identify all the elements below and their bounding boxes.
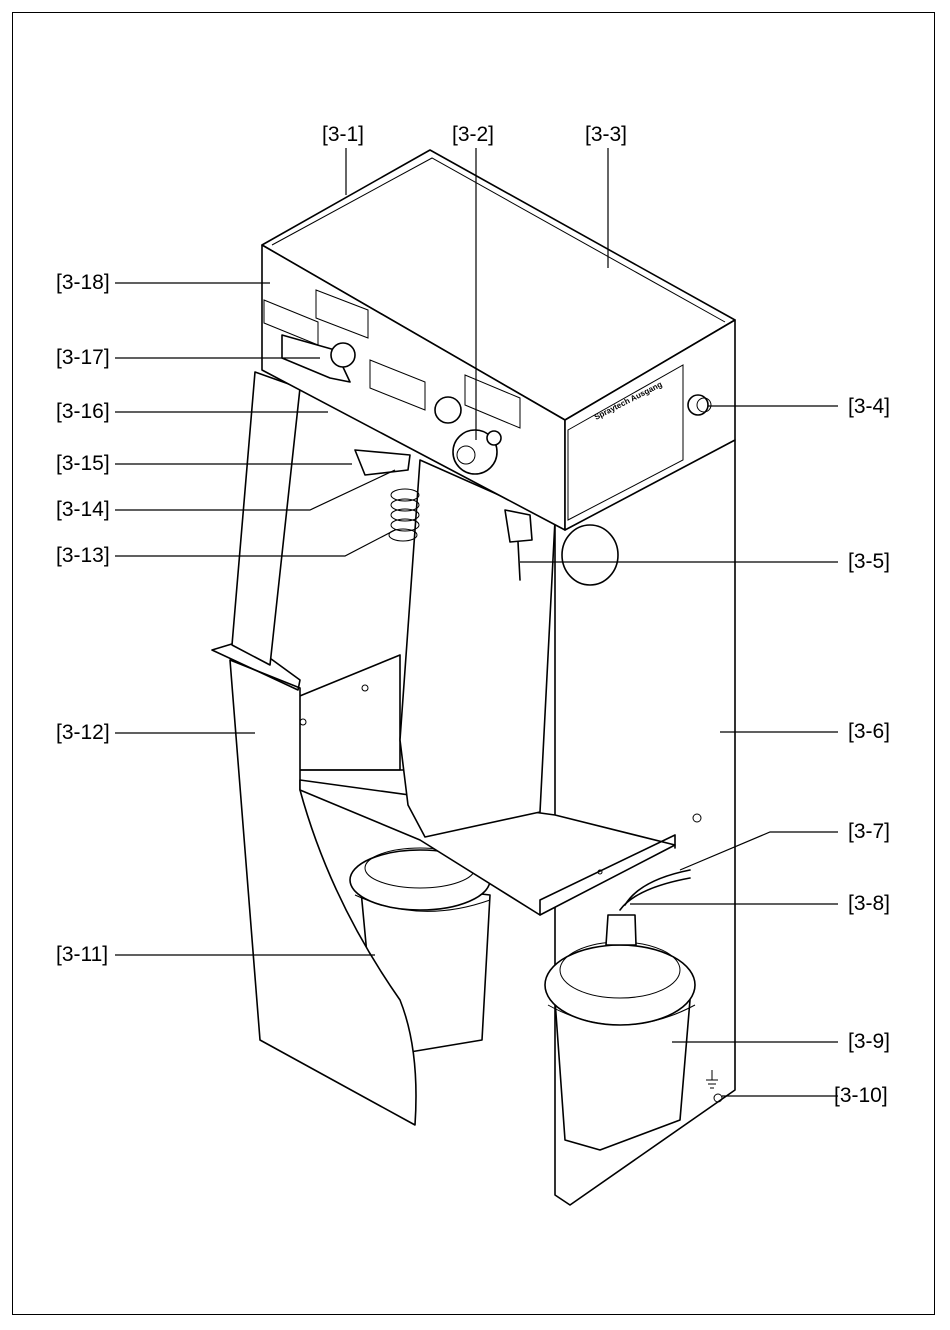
callout-3-2: [3-2] [452, 124, 494, 145]
callout-3-12: [3-12] [56, 722, 110, 743]
callout-3-7: [3-7] [848, 821, 890, 842]
callout-3-10: [3-10] [834, 1085, 888, 1106]
left-post [232, 372, 300, 665]
callout-3-5: [3-5] [848, 551, 890, 572]
callout-3-17: [3-17] [56, 347, 110, 368]
callout-3-16: [3-16] [56, 401, 110, 422]
back-frame [290, 655, 410, 770]
callout-3-1: [3-1] [322, 124, 364, 145]
callout-3-18: [3-18] [56, 272, 110, 293]
callout-3-3: [3-3] [585, 124, 627, 145]
callout-3-11: [3-11] [56, 944, 108, 965]
callout-3-9: [3-9] [848, 1031, 890, 1052]
callout-3-13: [3-13] [56, 545, 110, 566]
callout-3-14: [3-14] [56, 499, 110, 520]
callout-3-6: [3-6] [848, 721, 890, 742]
callout-3-15: [3-15] [56, 453, 110, 474]
bellows [355, 450, 419, 541]
callout-3-8: [3-8] [848, 893, 890, 914]
callout-3-4: [3-4] [848, 396, 890, 417]
center-plate [400, 460, 555, 837]
